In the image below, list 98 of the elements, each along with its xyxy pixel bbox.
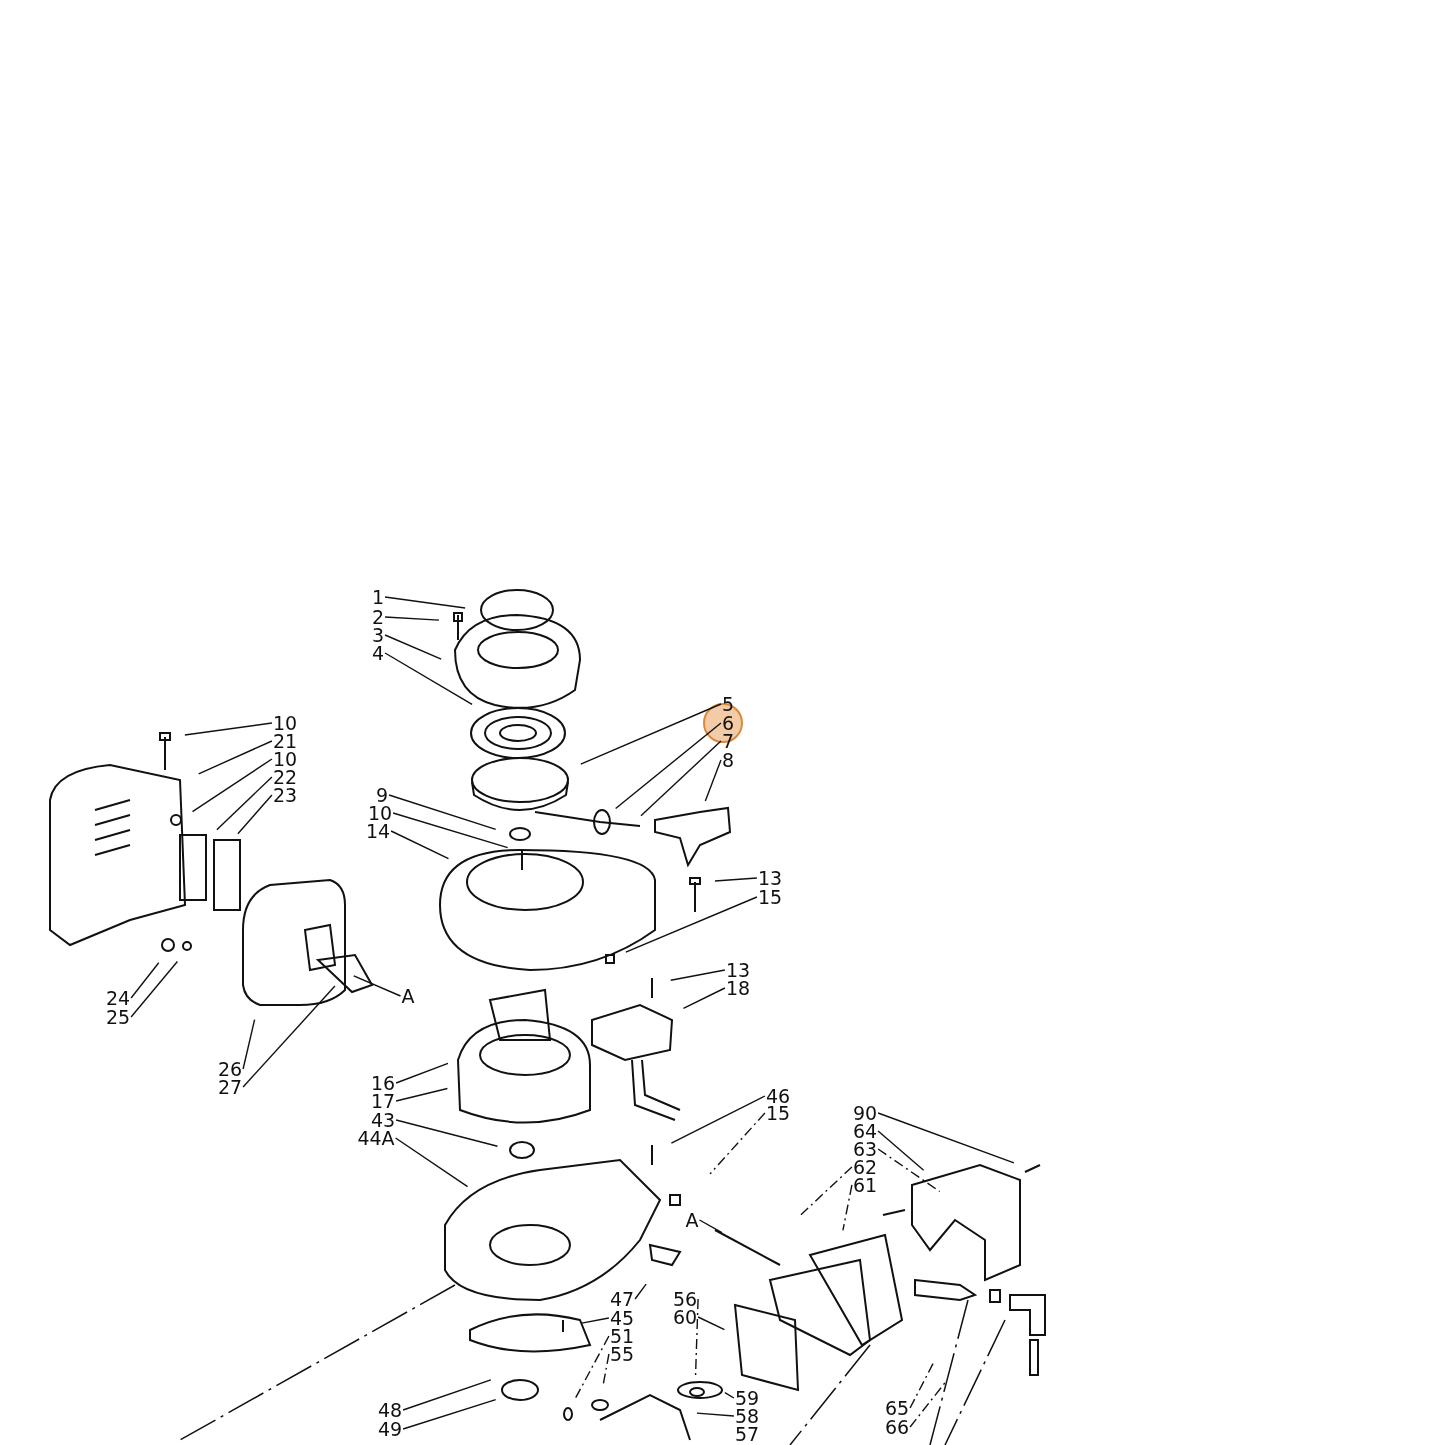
- leader-line: [877, 1112, 1015, 1164]
- callout-number: 8: [721, 750, 735, 770]
- callout-number: 14: [365, 821, 391, 841]
- callout-number: 66: [884, 1417, 910, 1437]
- callout-number: 13: [725, 960, 751, 980]
- leader-line: [614, 722, 722, 810]
- leader-line: [909, 1362, 934, 1409]
- callout-number: 61: [852, 1175, 878, 1195]
- leader-line: [909, 1381, 947, 1428]
- leader-line: [392, 812, 509, 849]
- leader-line: [395, 1087, 449, 1102]
- leader-line: [184, 722, 273, 736]
- leader-line: [388, 794, 497, 831]
- callout-number: 26: [217, 1059, 243, 1079]
- callout-number: 4: [371, 643, 385, 663]
- leader-line: [242, 1018, 256, 1070]
- callout-number: 27: [217, 1077, 243, 1097]
- leader-line: [877, 1148, 941, 1193]
- leader-line: [237, 794, 273, 835]
- leader-line: [395, 1062, 449, 1084]
- leader-line: [625, 896, 758, 953]
- callout-number: 57: [734, 1424, 760, 1444]
- callout-number: 47: [609, 1289, 635, 1309]
- callout-number: 15: [757, 887, 783, 907]
- leader-line: [191, 758, 273, 813]
- leader-line: [395, 1119, 499, 1147]
- leader-line: [634, 1283, 647, 1300]
- leader-line: [877, 1130, 925, 1171]
- leader-line: [694, 1298, 699, 1378]
- callout-number: 2: [371, 607, 385, 627]
- callout-number: 3: [371, 625, 385, 645]
- callout-number: 63: [852, 1139, 878, 1159]
- leader-line: [697, 1316, 726, 1331]
- callout-number: 59: [734, 1388, 760, 1408]
- callout-number: 58: [734, 1406, 760, 1426]
- callout-number: 18: [725, 978, 751, 998]
- leader-line: [198, 740, 273, 775]
- leader-line: [682, 987, 726, 1010]
- leader-line: [384, 616, 440, 621]
- callout-number: 55: [609, 1344, 635, 1364]
- leader-line: [696, 1412, 735, 1417]
- callout-number: 16: [370, 1073, 396, 1093]
- callout-number: 17: [370, 1091, 396, 1111]
- callout-number: 23: [272, 785, 298, 805]
- callout-number: 13: [757, 868, 783, 888]
- leader-line: [384, 652, 473, 706]
- callout-number: 10: [367, 803, 393, 823]
- callout-number: 65: [884, 1398, 910, 1418]
- callout-number: 62: [852, 1157, 878, 1177]
- callout-number: 56: [672, 1289, 698, 1309]
- leader-line: [698, 1219, 723, 1234]
- callout-number: 48: [377, 1400, 403, 1420]
- callout-number: 45: [609, 1308, 635, 1328]
- leader-line: [670, 969, 726, 981]
- leader-line: [402, 1398, 497, 1430]
- leader-line: [130, 960, 179, 1018]
- callout-number: 10: [272, 713, 298, 733]
- callout-number: 49: [377, 1419, 403, 1439]
- leader-line: [724, 1391, 735, 1399]
- callout-number: 51: [609, 1326, 635, 1346]
- leader-line: [640, 740, 722, 817]
- callout-number: 21: [272, 731, 298, 751]
- leader-line: [704, 759, 722, 802]
- callout-number: A: [401, 986, 415, 1006]
- leader-line: [714, 877, 758, 882]
- leader-line: [842, 1184, 853, 1231]
- leader-line: [130, 962, 160, 999]
- callout-number: 9: [375, 785, 389, 805]
- leader-line: [580, 703, 722, 765]
- callout-number: 90: [852, 1103, 878, 1123]
- callout-number: 25: [105, 1007, 131, 1027]
- leader-line: [402, 1379, 492, 1411]
- leader-line: [384, 596, 466, 609]
- callout-number: 5: [721, 694, 735, 714]
- callout-number: 43: [370, 1110, 396, 1130]
- callout-number: 22: [272, 767, 298, 787]
- leader-line: [709, 1112, 766, 1175]
- callout-number: 7: [721, 731, 735, 751]
- callout-number: 46: [765, 1086, 791, 1106]
- callout-number: 6: [721, 713, 735, 733]
- callout-number: 64: [852, 1121, 878, 1141]
- leader-line: [353, 975, 402, 997]
- leader-line: [670, 1095, 766, 1144]
- callout-number: 60: [672, 1307, 698, 1327]
- callout-number: 1: [371, 587, 385, 607]
- callout-number: A: [685, 1210, 699, 1230]
- callout-number: 24: [105, 988, 131, 1008]
- leader-line: [800, 1166, 853, 1216]
- callout-number: 10: [272, 749, 298, 769]
- leader-line: [242, 985, 336, 1088]
- leader-line: [384, 634, 442, 660]
- leader-line: [390, 830, 450, 860]
- leader-line: [581, 1317, 610, 1324]
- leader-line: [216, 776, 273, 831]
- leader-line: [574, 1335, 610, 1400]
- callout-number: 15: [765, 1103, 791, 1123]
- callout-number: 44A: [357, 1128, 395, 1148]
- leader-line: [394, 1137, 469, 1188]
